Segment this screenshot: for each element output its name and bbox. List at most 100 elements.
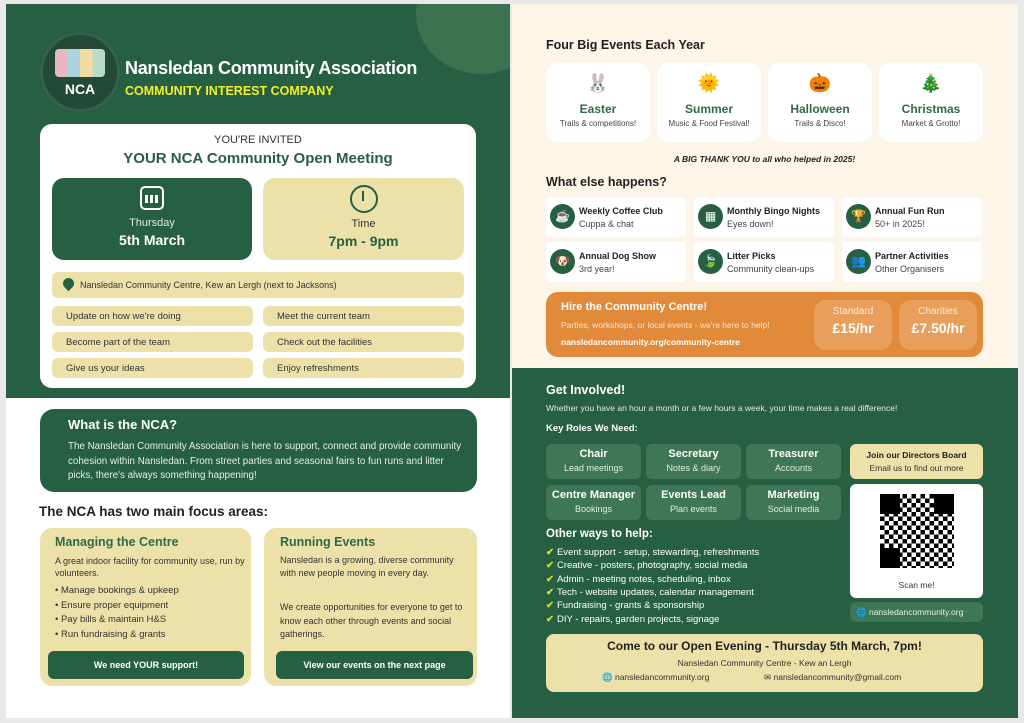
help-item: ✔Admin - meeting notes, scheduling, inbo…: [546, 574, 731, 585]
footer-email[interactable]: ✉ nansledancommunity@gmail.com: [764, 672, 902, 682]
focus-heading: The NCA has two main focus areas:: [39, 504, 269, 519]
other-heading: Other ways to help:: [546, 528, 653, 540]
map-pin-icon: [60, 275, 77, 292]
globe-icon: 🌐: [602, 672, 613, 682]
activities-heading: What else happens?: [546, 175, 667, 189]
help-item: ✔Tech - website updates, calendar manage…: [546, 587, 754, 598]
check-icon: ✔: [546, 574, 554, 585]
location-bar: Nansledan Community Centre, Kew an Lergh…: [52, 272, 464, 298]
mail-icon: ✉: [764, 672, 772, 682]
tree-icon: 🎄: [919, 73, 943, 93]
check-icon: ✔: [546, 560, 554, 571]
org-subtitle: COMMUNITY INTEREST COMPANY: [125, 84, 334, 98]
invite-item: Meet the current team: [263, 306, 464, 326]
invite-kicker: YOU'RE INVITED: [214, 134, 302, 146]
hire-banner: Hire the Community Centre! Parties, work…: [546, 292, 983, 357]
focus-card-centre: Managing the Centre A great indoor facil…: [40, 528, 251, 686]
logo-text: NCA: [64, 81, 96, 97]
dog-icon: 🐶: [550, 249, 575, 274]
website-pill[interactable]: 🌐 nansledancommunity.org: [850, 602, 983, 622]
invite-item: Update on how we're doing: [52, 306, 253, 326]
events-p2: We create opportunities for everyone to …: [280, 602, 463, 639]
hire-title: Hire the Community Centre!: [561, 301, 708, 313]
help-item: ✔Fundraising - grants & sponsorship: [546, 600, 705, 611]
centre-bullets: • Manage bookings & upkeep • Ensure prop…: [55, 584, 179, 642]
leaf-icon: 🍃: [698, 249, 723, 274]
about-title: What is the NCA?: [68, 417, 178, 432]
centre-intro: A great indoor facility for community us…: [55, 556, 245, 578]
globe-icon: 🌐: [856, 607, 867, 617]
org-name: Nansledan Community Association: [125, 58, 418, 78]
check-icon: ✔: [546, 600, 554, 611]
support-button[interactable]: We need YOUR support!: [48, 651, 244, 679]
date-day: Thursday: [129, 217, 175, 229]
time-value: 7pm - 9pm: [328, 233, 399, 249]
clock-icon: [349, 185, 378, 213]
bingo-card-icon: ▦: [698, 204, 723, 229]
invite-item: Enjoy refreshments: [263, 358, 464, 378]
time-box: Time 7pm - 9pm: [263, 178, 464, 260]
involved-sub: Whether you have an hour a month or a fe…: [546, 403, 898, 413]
big-events-heading: Four Big Events Each Year: [546, 38, 705, 52]
check-icon: ✔: [546, 587, 554, 598]
time-label: Time: [351, 218, 376, 230]
bunny-icon: 🐰: [586, 73, 610, 93]
trophy-icon: 🏆: [846, 204, 871, 229]
sun-icon: 🌞: [697, 73, 721, 93]
invite-title: YOUR NCA Community Open Meeting: [123, 150, 393, 167]
invite-item: Become part of the team: [52, 332, 253, 352]
about-box: What is the NCA? The Nansledan Community…: [40, 409, 477, 492]
involved-title: Get Involved!: [546, 383, 626, 397]
invite-item: Give us your ideas: [52, 358, 253, 378]
view-events-button[interactable]: View our events on the next page: [276, 651, 473, 679]
help-item: ✔DIY - repairs, garden projects, signage: [546, 614, 720, 625]
bullet: • Ensure proper equipment: [55, 599, 169, 611]
hire-sub: Parties, workshops, or local events - we…: [561, 320, 770, 330]
people-icon: 👥: [846, 249, 871, 274]
bullet: • Run fundraising & grants: [55, 628, 166, 640]
price-charities: Charities £7.50/hr: [899, 300, 977, 350]
location-text: Nansledan Community Centre, Kew an Lergh…: [80, 280, 337, 290]
qr-code[interactable]: [879, 494, 954, 568]
centre-title: Managing the Centre: [55, 535, 179, 549]
events-title: Running Events: [280, 535, 376, 549]
check-icon: ✔: [546, 547, 554, 558]
help-item: ✔Event support - setup, stewarding, refr…: [546, 547, 760, 558]
help-item: ✔Creative - posters, photography, social…: [546, 560, 748, 571]
open-evening-box: Come to our Open Evening - Thursday 5th …: [546, 634, 983, 692]
logo: NCA: [40, 32, 120, 112]
check-icon: ✔: [546, 614, 554, 625]
hire-link[interactable]: nansledancommunity.org/community-centre: [561, 337, 740, 347]
about-body: The Nansledan Community Association is h…: [68, 441, 462, 481]
date-box: Thursday 5th March: [52, 178, 252, 260]
pumpkin-icon: 🎃: [808, 73, 832, 93]
date-value: 5th March: [118, 232, 186, 248]
thank-you-note: A BIG THANK YOU to all who helped in 202…: [673, 154, 856, 164]
focus-card-events: Running Events Nansledan is a growing, d…: [264, 528, 477, 686]
decorative-circle: [416, 4, 510, 74]
qr-box: Scan me!: [850, 484, 983, 598]
bullet: • Pay bills & maintain H&S: [55, 614, 167, 625]
scan-label: Scan me!: [898, 580, 935, 590]
coffee-icon: ☕: [550, 204, 575, 229]
invite-item: Check out the facilities: [263, 332, 464, 352]
calendar-icon: [140, 186, 164, 210]
price-standard: Standard £15/hr: [814, 300, 892, 350]
footer-website[interactable]: 🌐 nansledancommunity.org: [602, 672, 710, 682]
events-p1: Nansledan is a growing, diverse communit…: [280, 555, 454, 578]
